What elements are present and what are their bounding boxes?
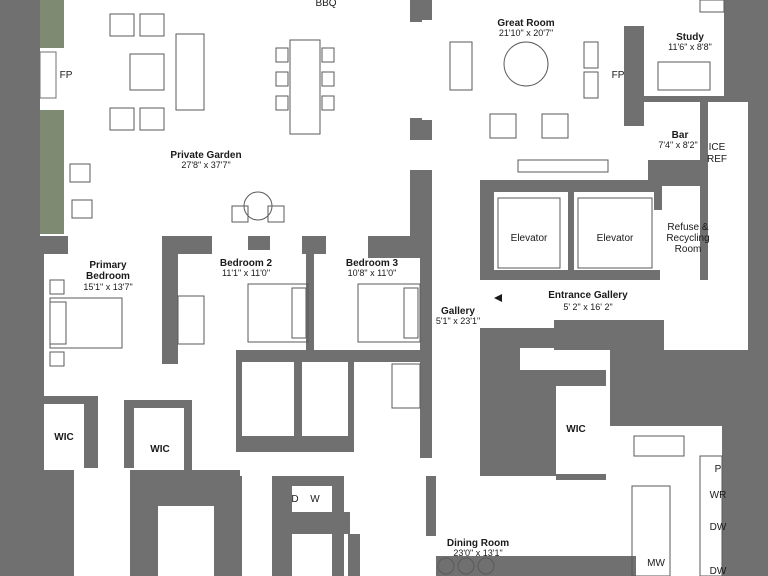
dining (437, 557, 495, 575)
dishwasher-2-label: DW (710, 566, 727, 576)
entry-arrow-icon (494, 294, 502, 302)
refuse-label-1: Refuse & (667, 222, 708, 233)
entrance-gallery-label: Entrance Gallery (548, 290, 628, 301)
private-garden-dims: 27'8" x 37'7" (181, 160, 230, 170)
wic-2-label: WIC (150, 444, 169, 455)
bedroom-3-dims: 10'8" x 11'0" (348, 268, 397, 278)
wine-refrigerator-label: WR (710, 490, 727, 501)
gallery-label: Gallery (441, 306, 475, 317)
bedroom-2-dims: 11'1" x 11'0" (222, 268, 270, 278)
primary-bedroom-label-2: Bedroom (86, 271, 130, 282)
washer-label: W (310, 494, 320, 505)
entrance-gallery-dims: 5' 2" x 16' 2" (563, 302, 612, 312)
refuse-label-2: Recycling (666, 233, 709, 244)
great-room-furniture (449, 0, 725, 173)
ref-label: REF (707, 154, 727, 165)
dryer-label: D (291, 494, 298, 505)
primary-bedroom-label-1: Primary (89, 260, 127, 271)
great-room-dims: 21'10" x 20'7" (499, 28, 553, 38)
bedroom-furniture (49, 279, 421, 409)
microwave-label: MW (647, 558, 665, 569)
bedroom-2-label: Bedroom 2 (220, 258, 273, 269)
garden-furniture (69, 13, 335, 223)
dining-room-dims: 23'0" x 13'1" (453, 548, 502, 558)
study-dims: 11'6" x 8'8" (668, 42, 712, 52)
wic-primary-label: WIC (54, 432, 73, 443)
garden-planting (40, 0, 64, 234)
dishwasher-1-label: DW (710, 522, 727, 533)
bar-dims: 7'4" x 8'2" (658, 140, 697, 150)
elevator-2-label: Elevator (597, 233, 634, 244)
bedroom-3-label: Bedroom 3 (346, 258, 399, 269)
wic-3-label: WIC (566, 424, 585, 435)
bar-label: Bar (672, 130, 689, 141)
kitchen (631, 435, 723, 576)
primary-bedroom-dims: 15'1" x 13'7" (83, 282, 132, 292)
elevator-1-label: Elevator (511, 233, 548, 244)
dining-room-label: Dining Room (447, 538, 509, 549)
pantry-label: P (715, 464, 722, 475)
gallery-dims: 5'1" x 23'1" (436, 316, 480, 326)
fp-great-label: FP (612, 70, 625, 81)
study-label: Study (676, 32, 704, 43)
refuse-label-3: Room (675, 244, 702, 255)
great-room-label: Great Room (497, 18, 554, 29)
fp-garden-label: FP (60, 70, 73, 81)
bbq-label: BBQ (315, 0, 336, 9)
ice-label: ICE (709, 142, 726, 153)
elevators (497, 197, 653, 269)
private-garden-label: Private Garden (170, 150, 241, 161)
